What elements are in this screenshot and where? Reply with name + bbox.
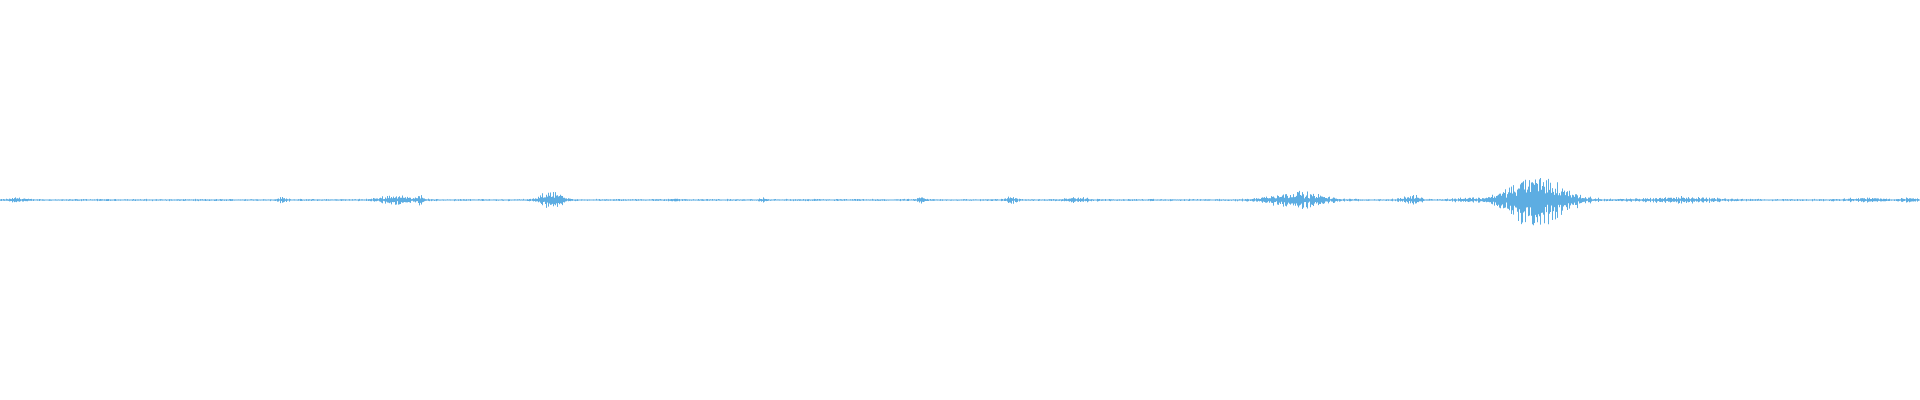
waveform-path — [0, 177, 1920, 226]
waveform-samples — [0, 177, 1920, 226]
